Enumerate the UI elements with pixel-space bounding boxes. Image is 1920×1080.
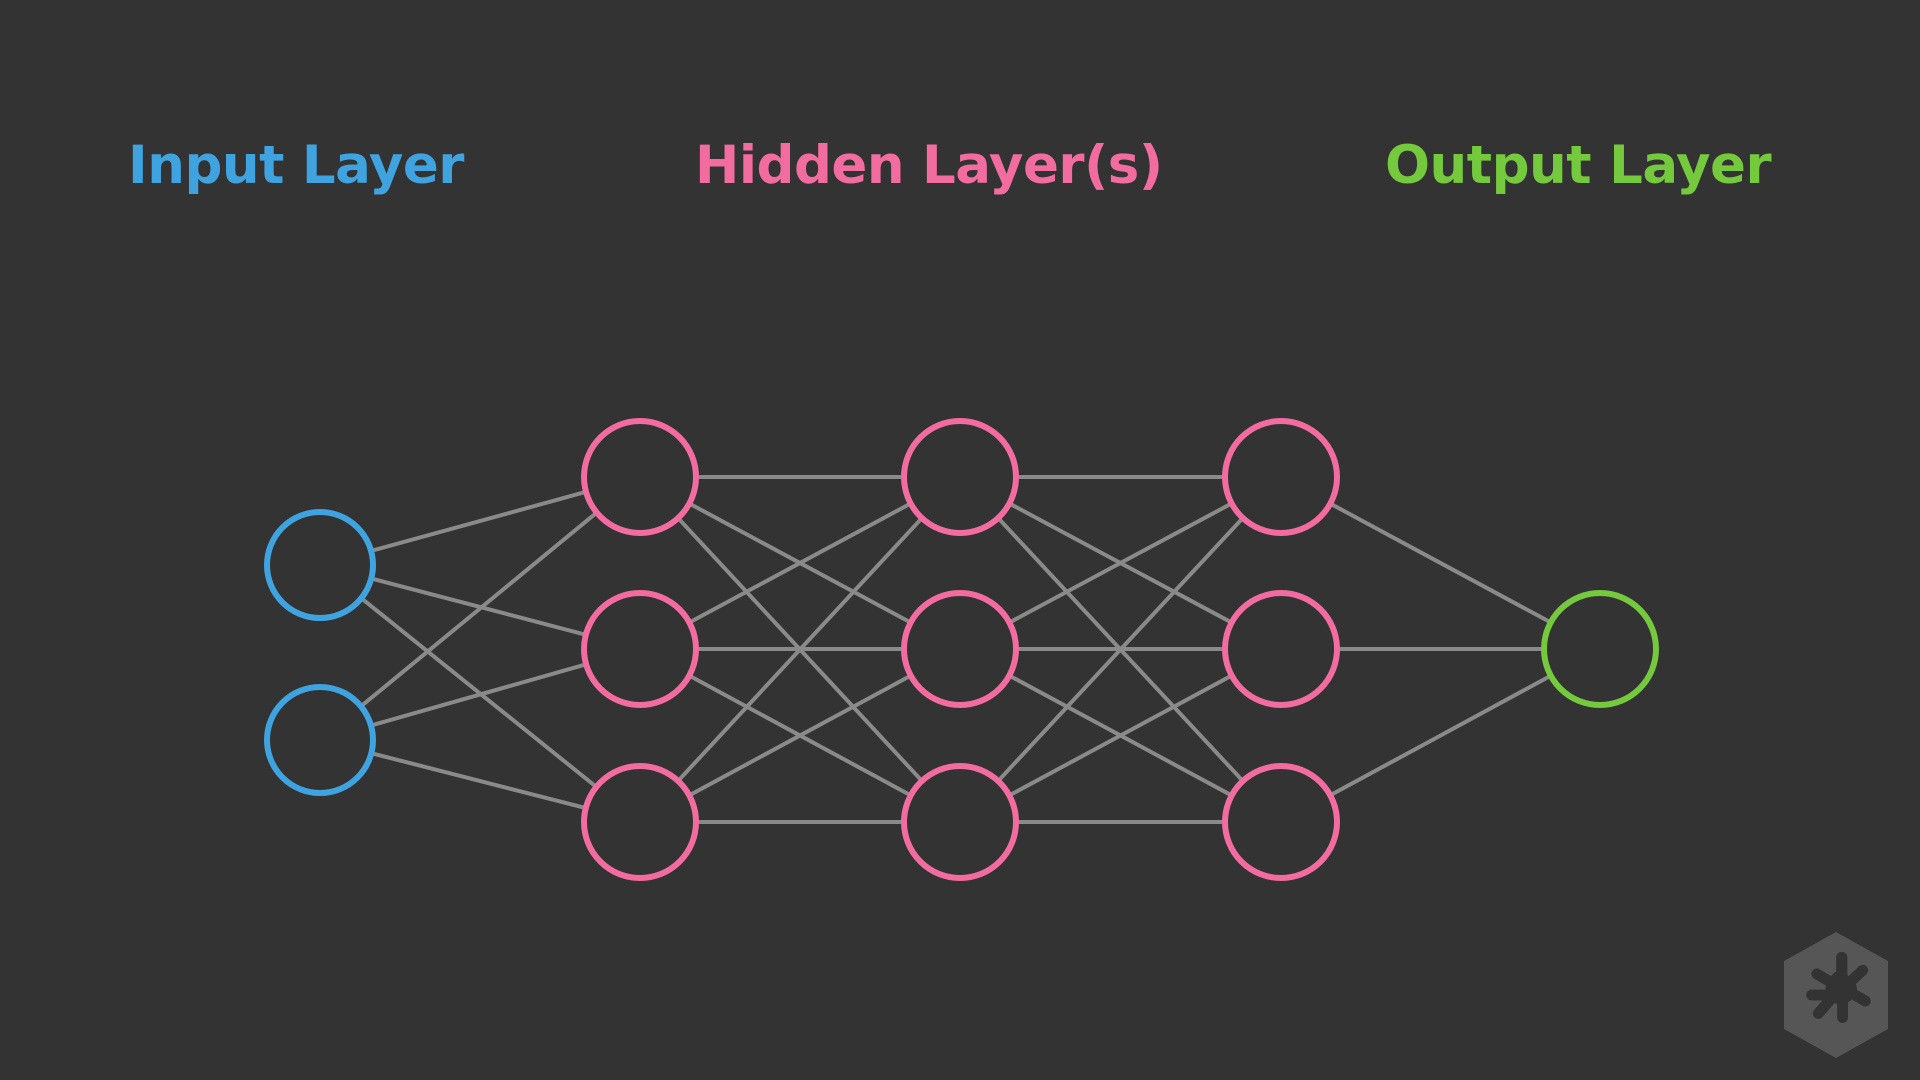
neuron-node-o1[interactable]	[1541, 590, 1659, 708]
neuron-node-i2[interactable]	[264, 684, 376, 796]
connection-edge	[358, 510, 599, 709]
node-group	[264, 418, 1659, 881]
neuron-node-h3c[interactable]	[1222, 763, 1340, 881]
neuron-node-h1c[interactable]	[581, 763, 699, 881]
neuron-node-h3a[interactable]	[1222, 418, 1340, 536]
neuron-node-h2b[interactable]	[901, 590, 1019, 708]
connection-edge	[369, 576, 588, 637]
input-layer-title: Input Layer	[128, 135, 464, 196]
watermark-tree-glyph	[1806, 952, 1871, 1023]
connection-edge	[687, 501, 913, 625]
neuron-node-i1[interactable]	[264, 509, 376, 621]
connection-edge	[996, 516, 1245, 783]
connection-edge	[369, 751, 588, 811]
connection-edge	[1007, 673, 1234, 798]
neuron-node-h2c[interactable]	[901, 763, 1019, 881]
connection-edge	[368, 662, 589, 728]
connection-edge	[687, 673, 913, 798]
output-layer-title: Output Layer	[1385, 135, 1772, 196]
connection-edge	[359, 596, 599, 789]
connection-edge	[1328, 501, 1553, 625]
neuron-node-h2a[interactable]	[901, 418, 1019, 536]
neuron-node-h3b[interactable]	[1222, 590, 1340, 708]
neuron-node-h1b[interactable]	[581, 590, 699, 708]
edge-group	[358, 475, 1553, 824]
hidden-layer-title: Hidden Layer(s)	[695, 135, 1163, 196]
connection-edge	[369, 489, 588, 553]
treehouse-logo-icon	[1784, 932, 1888, 1058]
connection-edge	[676, 516, 924, 783]
connection-edge	[1328, 673, 1553, 798]
connection-edge	[1007, 501, 1234, 625]
neuron-node-h1a[interactable]	[581, 418, 699, 536]
